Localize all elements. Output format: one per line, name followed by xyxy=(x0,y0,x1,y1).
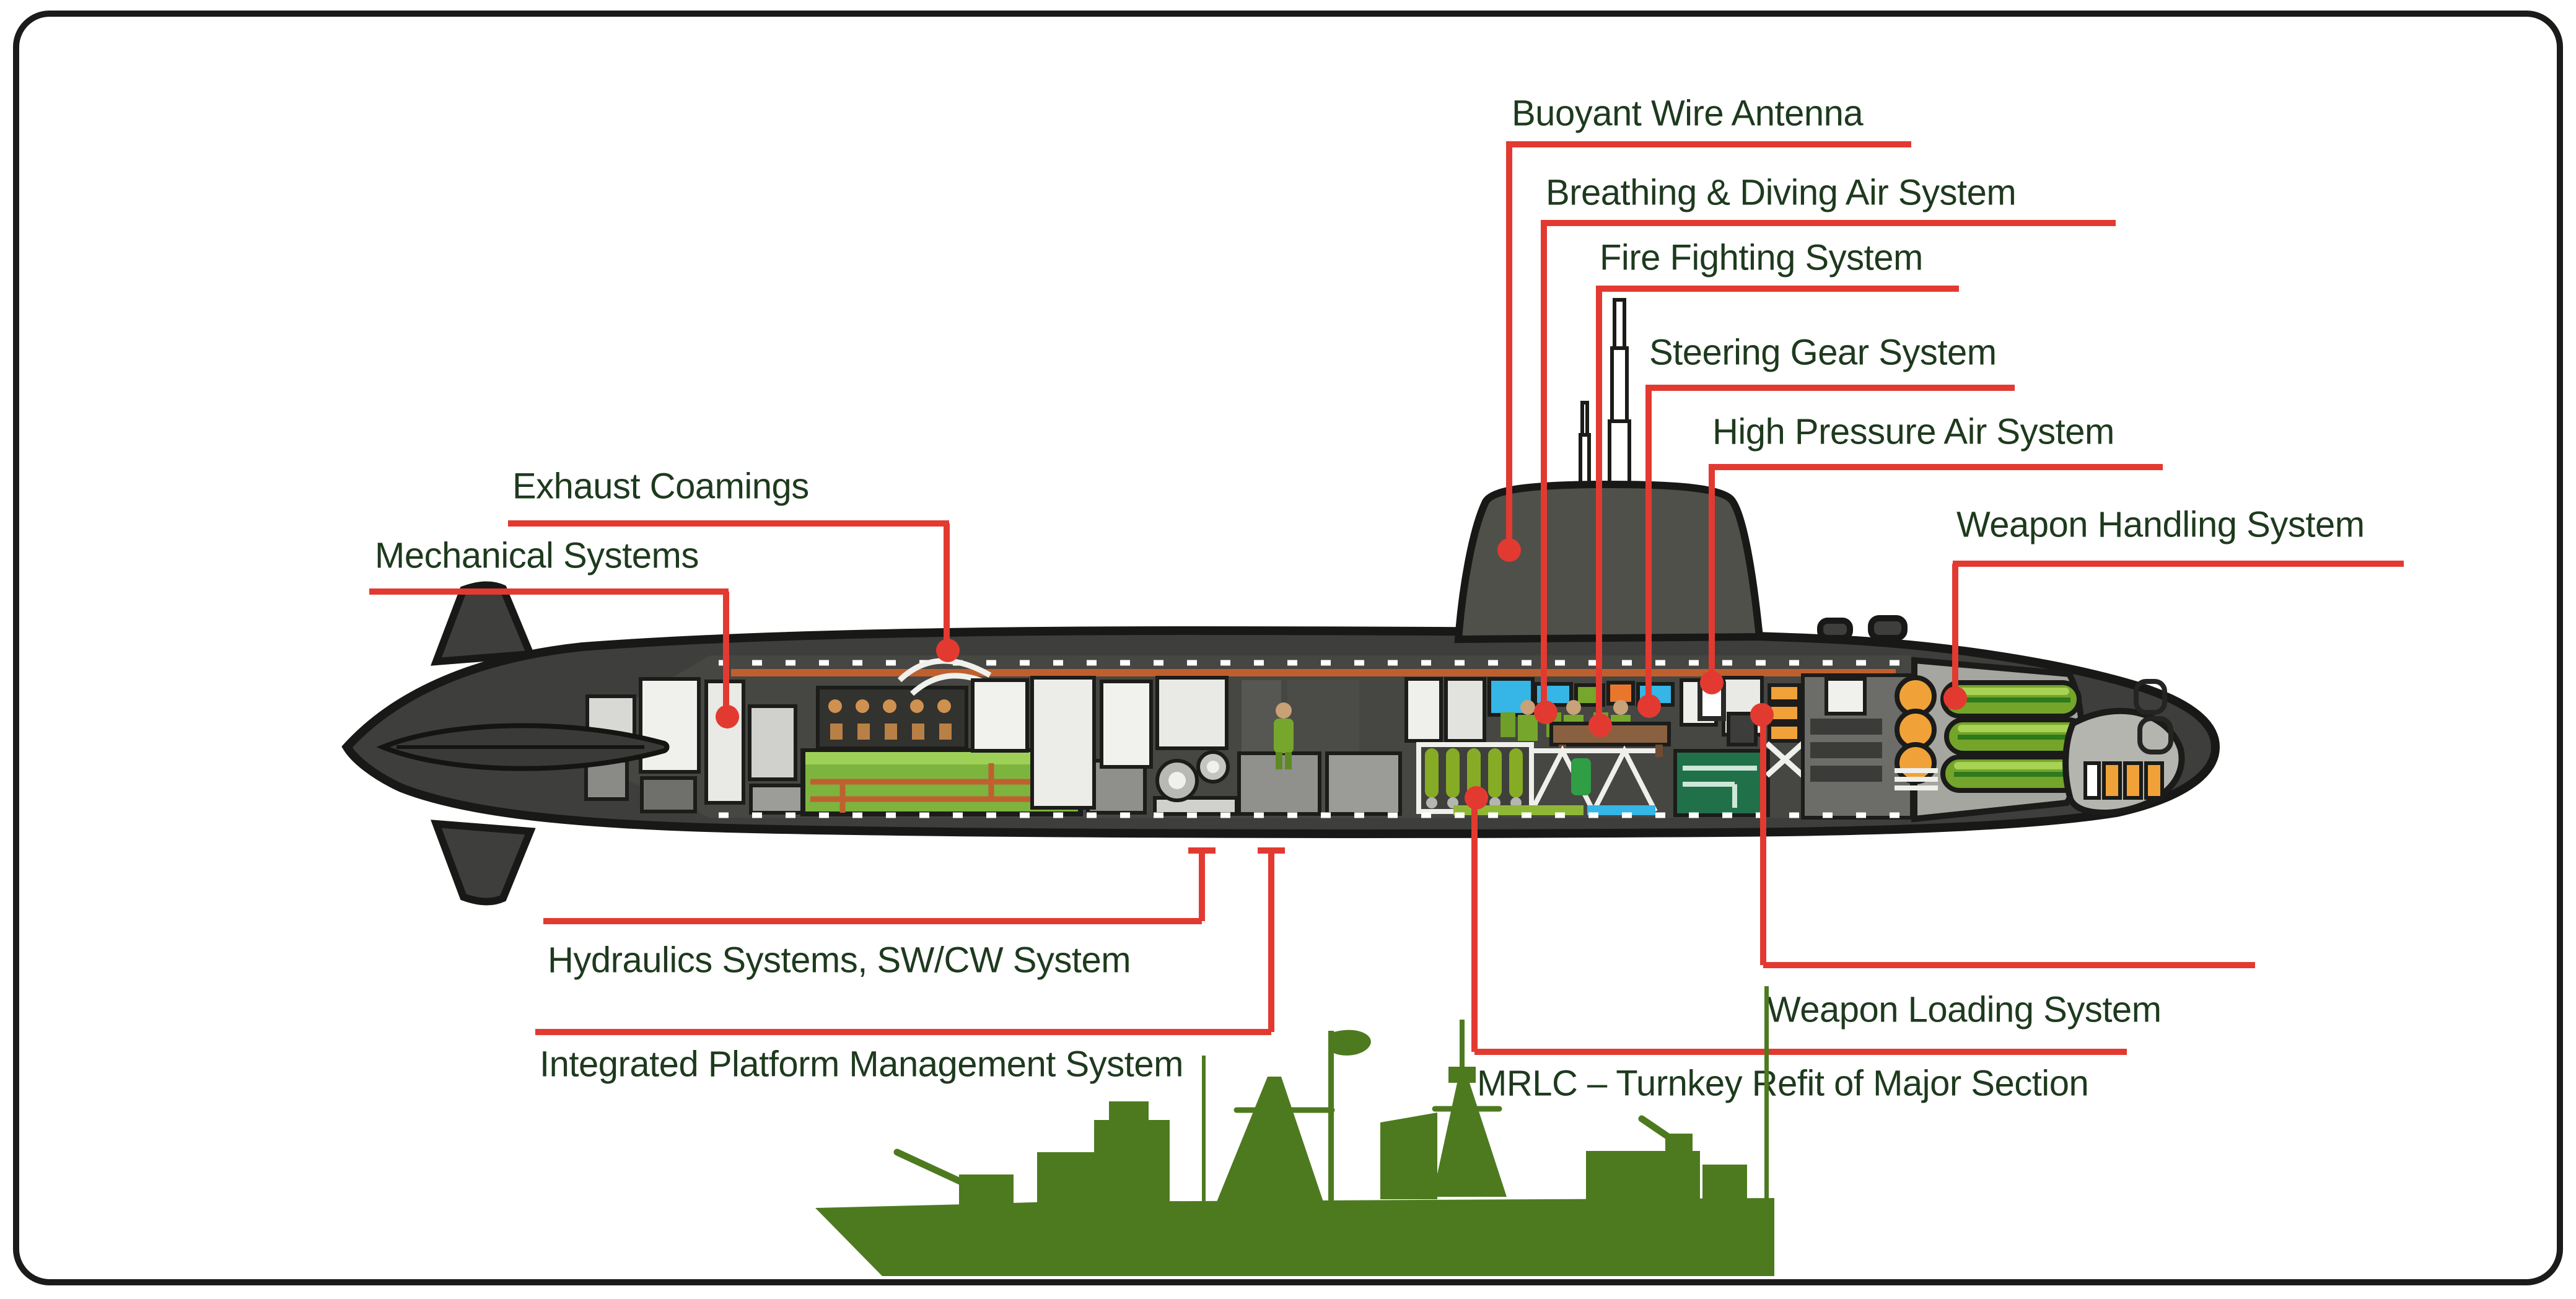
cabinet-columns xyxy=(1404,677,1486,743)
vertical-weapon-rack xyxy=(1416,742,1534,814)
tail-fins xyxy=(431,581,536,906)
interior-cutaway xyxy=(554,655,1914,820)
weapon-stowage-orange xyxy=(1764,683,1805,778)
lower-rudder-fin xyxy=(431,820,536,906)
system-label-exhaust-coamings: Exhaust Coamings xyxy=(512,466,809,506)
emerald-pipe-compartment xyxy=(1673,749,1770,817)
high-pressure-air-system-pointer-dot xyxy=(1700,671,1724,694)
system-label-weapon-handling-system: Weapon Handling System xyxy=(1956,504,2365,545)
system-label-integrated-platform-management-system: Integrated Platform Management System xyxy=(540,1044,1183,1084)
torpedoes xyxy=(1940,680,2088,793)
system-label-hydraulics-sw-cw-system: Hydraulics Systems, SW/CW System xyxy=(548,940,1131,980)
weapon-loading-system-pointer-dot xyxy=(1750,703,1774,727)
system-label-fire-fighting-system: Fire Fighting System xyxy=(1600,237,1923,278)
system-label-mechanical-systems: Mechanical Systems xyxy=(375,535,699,575)
standing-crew-figure xyxy=(1274,702,1294,769)
system-label-high-pressure-air-system: High Pressure Air System xyxy=(1712,411,2114,452)
warship-superstructure xyxy=(959,986,1769,1205)
warship-flag xyxy=(1334,1030,1371,1056)
mid-cabinet-bank xyxy=(971,676,1229,810)
forward-bulkhead xyxy=(1801,673,1914,820)
warship-gun-and-yards xyxy=(893,1106,1676,1187)
orange-console xyxy=(1606,681,1635,706)
system-label-weapon-loading-system: Weapon Loading System xyxy=(1767,989,2162,1030)
buoyant-wire-antenna-pointer-dot xyxy=(1497,538,1521,562)
pump-cluster xyxy=(1153,750,1238,816)
submarine-cutaway xyxy=(341,298,2220,906)
warship-hull xyxy=(815,1181,1774,1276)
mechanical-systems-pointer-dot xyxy=(716,705,739,728)
callout-layer xyxy=(369,141,2404,1055)
breathing-diving-air-system-pointer-dot xyxy=(1534,701,1557,724)
system-label-mrlc-turnkey-refit: MRLC – Turnkey Refit of Major Section xyxy=(1477,1063,2088,1103)
mrlc-turnkey-refit-pointer-dot xyxy=(1465,786,1488,810)
fire-fighting-system-pointer-dot xyxy=(1588,714,1612,737)
steering-gear-system-pointer-dot xyxy=(1637,694,1661,718)
deck-hatches xyxy=(1817,615,1908,641)
sail-and-masts xyxy=(1454,298,1764,644)
torpedo-room xyxy=(1895,657,2088,823)
system-label-buoyant-wire-antenna: Buoyant Wire Antenna xyxy=(1512,93,1864,133)
cyan-deck-strip xyxy=(1587,805,1655,815)
bow-sonar-array xyxy=(2062,707,2185,816)
exhaust-coamings-pointer-dot xyxy=(936,639,960,662)
tail-cone xyxy=(376,723,670,771)
green-deck-strip xyxy=(1453,805,1584,815)
diesel-gear-block xyxy=(816,686,968,750)
system-label-steering-gear-system: Steering Gear System xyxy=(1649,332,1997,372)
warship-silhouette xyxy=(815,986,1774,1276)
weapon-handling-system-pointer-dot xyxy=(1943,686,1967,710)
bow-hatch-outlines xyxy=(2134,679,2173,754)
system-label-breathing-diving-air-system: Breathing & Diving Air System xyxy=(1546,172,2016,212)
sail-fin xyxy=(1454,480,1764,644)
